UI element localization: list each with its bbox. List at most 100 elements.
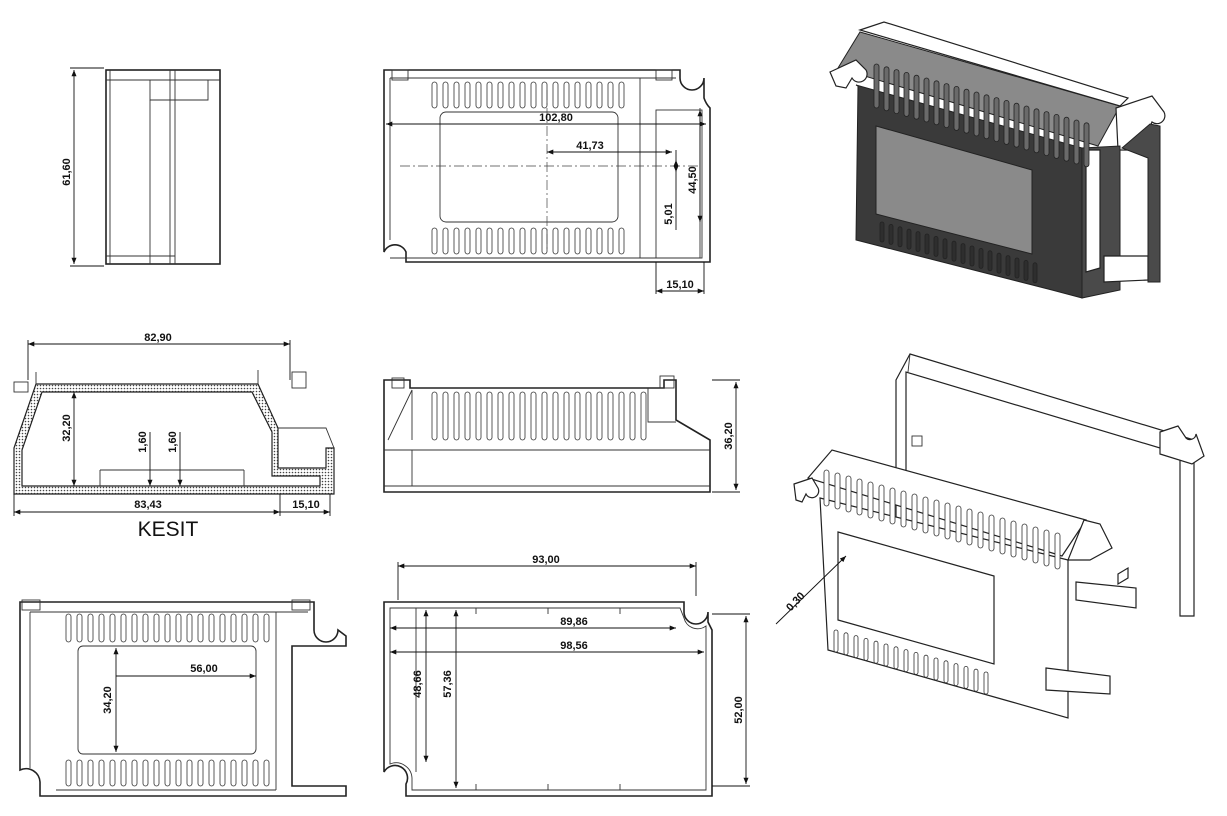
vent-slot <box>464 81 471 109</box>
vent-slot <box>508 81 515 109</box>
vent-slot <box>1010 520 1017 558</box>
vent-slot <box>552 391 559 441</box>
vent-slot <box>922 496 929 534</box>
vent-slot <box>109 759 116 787</box>
vent-slot <box>996 252 1002 274</box>
vent-slot <box>618 81 625 109</box>
dim-section-wall-2: 1,60 <box>167 431 179 452</box>
vent-slot <box>1032 262 1038 284</box>
vent-slot <box>1023 105 1030 151</box>
inner-view: 93,00 89,86 98,56 48,66 57,36 52,00 <box>383 554 750 797</box>
vent-slot <box>913 652 919 675</box>
vent-slot <box>175 759 182 787</box>
vent-slot <box>933 235 939 257</box>
dim-inner-overall: 93,00 <box>532 554 560 566</box>
vent-slot <box>943 660 949 684</box>
vent-slot <box>585 391 592 441</box>
vent-slot <box>596 227 603 255</box>
vent-slot <box>906 228 912 250</box>
vent-slot <box>845 475 852 513</box>
dim-section-height: 32,20 <box>61 414 73 442</box>
vent-slot <box>164 613 171 643</box>
vent-slot <box>530 227 537 255</box>
vent-slot <box>1032 526 1039 564</box>
vent-slot <box>541 391 548 441</box>
vent-slot <box>1003 100 1010 145</box>
dim-section-top-length: 82,90 <box>144 332 172 344</box>
vent-slot <box>153 613 160 643</box>
vent-slot <box>164 759 171 787</box>
vent-slot <box>453 391 460 441</box>
vent-slot <box>475 81 482 109</box>
vent-slot <box>999 517 1006 555</box>
vent-slot <box>585 227 592 255</box>
vent-slot <box>993 97 1000 142</box>
vent-slot <box>853 635 859 658</box>
vent-slot <box>1013 102 1020 148</box>
vent-slot <box>219 613 226 643</box>
side-view: 61,60 <box>61 67 221 267</box>
vent-slot <box>943 83 950 128</box>
vent-slot <box>65 759 72 787</box>
vent-slot <box>552 81 559 109</box>
vent-slot <box>175 613 182 643</box>
vent-slot <box>873 63 880 109</box>
dim-front-height: 36,20 <box>723 422 735 450</box>
vent-slot <box>1043 529 1050 567</box>
vent-slot <box>618 227 625 255</box>
vent-slot <box>475 227 482 255</box>
vent-slot <box>951 240 957 262</box>
vent-slot <box>65 613 72 643</box>
section-view: 82,90 32,20 1,60 1,60 83,43 15,10 KESIT <box>13 332 335 541</box>
vent-slot <box>142 759 149 787</box>
vent-slot <box>519 227 526 255</box>
vent-slot <box>987 250 993 272</box>
vent-slot <box>893 646 899 670</box>
vent-slot <box>889 487 896 525</box>
dim-top-offset: 41,73 <box>576 140 604 152</box>
vent-slot <box>607 81 614 109</box>
vent-slot <box>519 81 526 109</box>
vent-slot <box>915 231 921 253</box>
vent-slot <box>953 86 960 131</box>
vent-slot <box>1083 122 1090 168</box>
vent-slot <box>442 81 449 109</box>
vent-slot <box>219 759 226 787</box>
vent-slot <box>942 238 948 260</box>
dim-bottom-window-w: 56,00 <box>190 663 218 675</box>
vent-slot <box>923 654 929 678</box>
vent-slot <box>197 613 204 643</box>
vent-slot <box>563 391 570 441</box>
vent-slot <box>903 72 910 117</box>
vent-slot <box>241 613 248 643</box>
vent-slot <box>843 632 849 656</box>
vent-slot <box>640 391 647 441</box>
dim-inner-h-1: 48,66 <box>412 670 424 698</box>
front-view: 36,20 <box>383 375 740 493</box>
dim-side-height: 61,60 <box>61 158 73 186</box>
vent-slot <box>867 481 874 519</box>
dim-inner-h-2: 57,36 <box>442 670 454 698</box>
vent-slot <box>508 227 515 255</box>
vent-slot <box>98 613 105 643</box>
vent-slot <box>963 88 970 134</box>
iso-exploded-view: 0,30 <box>775 353 1205 719</box>
vent-slot <box>900 490 907 528</box>
vent-slot <box>1023 259 1029 281</box>
vent-slot <box>953 663 959 686</box>
vent-slot <box>878 484 885 522</box>
vent-slot <box>960 243 966 265</box>
vent-slot <box>1063 116 1070 162</box>
dim-section-tab: 15,10 <box>292 499 320 511</box>
vent-slot <box>607 227 614 255</box>
dim-inner-h-3: 52,00 <box>733 696 745 724</box>
bottom-view: 56,00 34,20 <box>19 599 347 797</box>
iso-dark-view <box>829 21 1166 299</box>
dim-section-wall-1: 1,60 <box>137 431 149 452</box>
vent-slot <box>1054 532 1061 570</box>
vent-slot <box>607 391 614 441</box>
vent-slot <box>574 391 581 441</box>
vent-slot <box>973 91 980 137</box>
vent-slot <box>131 613 138 643</box>
